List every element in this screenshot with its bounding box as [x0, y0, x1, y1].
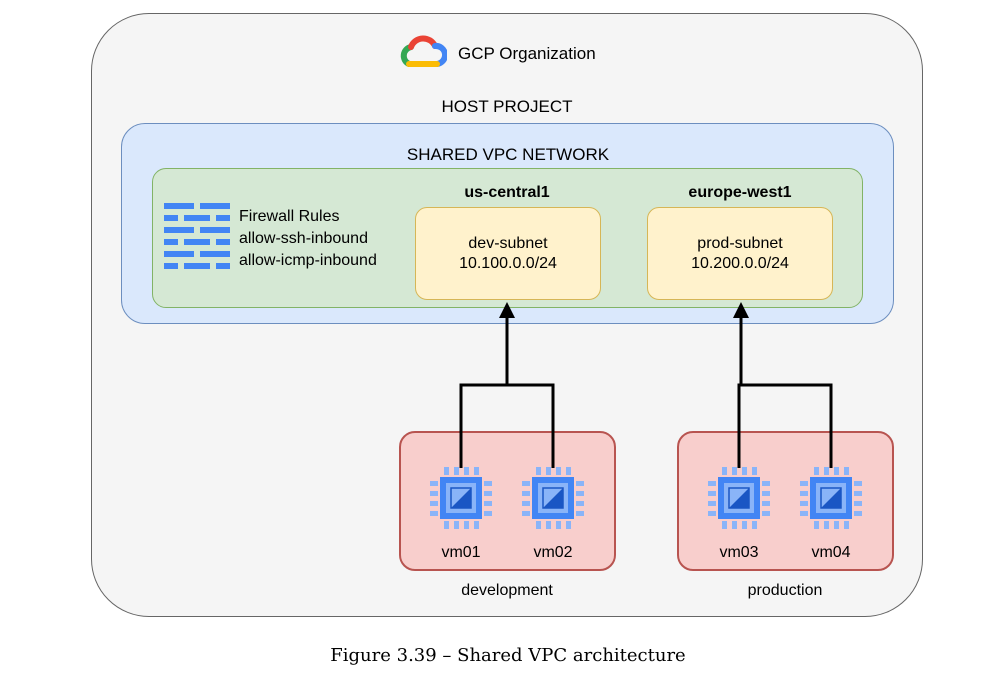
- figure-caption: Figure 3.39 – Shared VPC architecture: [330, 645, 686, 666]
- environment-label-development: development: [461, 582, 553, 599]
- vm-node: [800, 467, 862, 529]
- compute-chip-icon: [430, 467, 492, 529]
- vm-label: vm01: [441, 544, 481, 561]
- prod-subnet-box: prod-subnet 10.200.0.0/24: [647, 207, 833, 300]
- firewall-icon: [164, 203, 230, 269]
- google-cloud-logo-icon: [400, 35, 447, 67]
- region-label-us-central1: us-central1: [464, 184, 550, 201]
- organization-title: GCP Organization: [458, 44, 596, 63]
- compute-chip-icon: [800, 467, 862, 529]
- firewall-rule: allow-ssh-inbound: [239, 230, 368, 247]
- region-label-europe-west1: europe-west1: [688, 184, 792, 201]
- vm-label: vm04: [811, 544, 851, 561]
- arrowhead-icon: [733, 302, 749, 318]
- subnet-name: dev-subnet: [468, 234, 548, 252]
- vm-node: [708, 467, 770, 529]
- arrowhead-icon: [499, 302, 515, 318]
- environment-label-production: production: [747, 582, 823, 599]
- vm-node: [522, 467, 584, 529]
- host-project-title: HOST PROJECT: [441, 97, 573, 116]
- subnet-cidr: 10.100.0.0/24: [459, 254, 557, 272]
- vm-label: vm02: [533, 544, 573, 561]
- compute-chip-icon: [708, 467, 770, 529]
- firewall-rules-title: Firewall Rules: [239, 208, 340, 225]
- vm-label: vm03: [719, 544, 759, 561]
- dev-connector: [459, 316, 555, 468]
- prod-connector: [737, 316, 833, 468]
- subnet-name: prod-subnet: [697, 234, 783, 252]
- shared-vpc-network-title: SHARED VPC NETWORK: [406, 145, 610, 164]
- subnet-cidr: 10.200.0.0/24: [691, 254, 789, 272]
- firewall-rule: allow-icmp-inbound: [239, 252, 377, 269]
- dev-subnet-box: dev-subnet 10.100.0.0/24: [415, 207, 601, 300]
- compute-chip-icon: [522, 467, 584, 529]
- vm-node: [430, 467, 492, 529]
